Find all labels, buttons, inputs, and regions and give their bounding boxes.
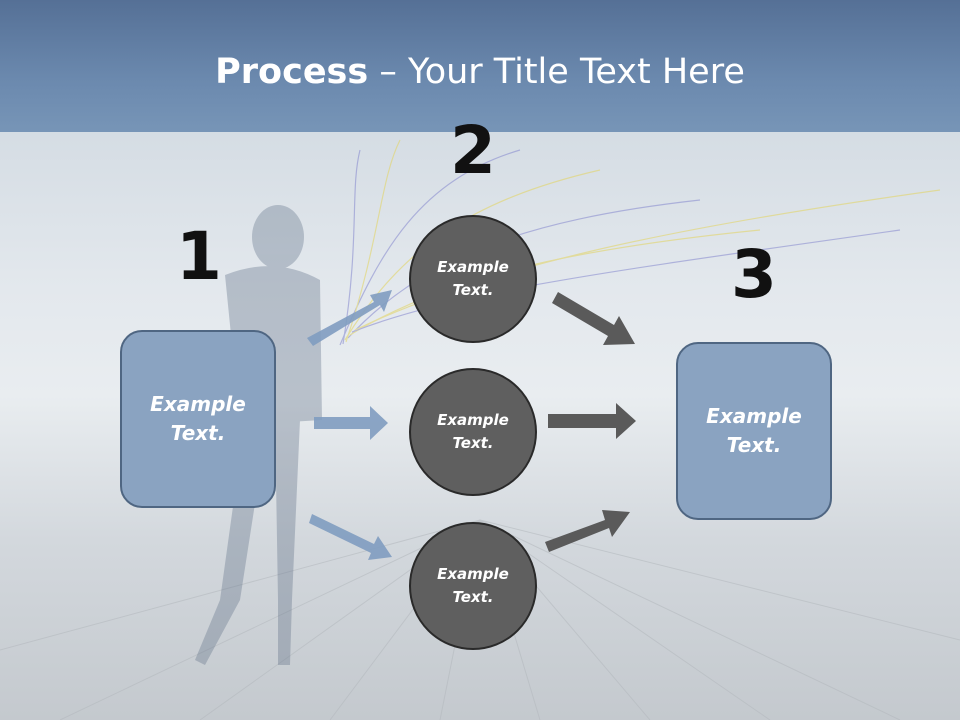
circle-middle-text: Example Text.: [437, 411, 509, 452]
circle-top-text: Example Text.: [437, 258, 509, 299]
circle-top: Example Text.: [409, 215, 537, 343]
circle-middle: Example Text.: [409, 368, 537, 496]
arrow-left-to-bottom: [309, 514, 392, 560]
left-box-text: Example Text.: [150, 392, 246, 445]
arrow-middle-to-right: [548, 403, 636, 439]
step-number-2: 2: [450, 112, 496, 189]
right-box-text: Example Text.: [706, 404, 802, 457]
title-bar: [0, 0, 960, 132]
title-bold: Process: [215, 52, 369, 92]
arrow-left-to-middle: [314, 406, 388, 440]
step-number-1: 1: [176, 218, 222, 295]
page-title: Process – Your Title Text Here: [0, 52, 960, 92]
right-process-box: Example Text.: [676, 342, 832, 520]
circle-bottom-text: Example Text.: [437, 565, 509, 606]
title-rest: – Your Title Text Here: [368, 52, 745, 92]
dark-arrows: [545, 292, 636, 552]
arrow-bottom-to-right: [545, 510, 630, 552]
arrow-left-to-top: [307, 290, 392, 346]
left-process-box: Example Text.: [120, 330, 276, 508]
step-number-3: 3: [731, 236, 777, 313]
blue-arrows: [307, 290, 392, 560]
circle-bottom: Example Text.: [409, 522, 537, 650]
arrow-top-to-right: [552, 292, 635, 345]
